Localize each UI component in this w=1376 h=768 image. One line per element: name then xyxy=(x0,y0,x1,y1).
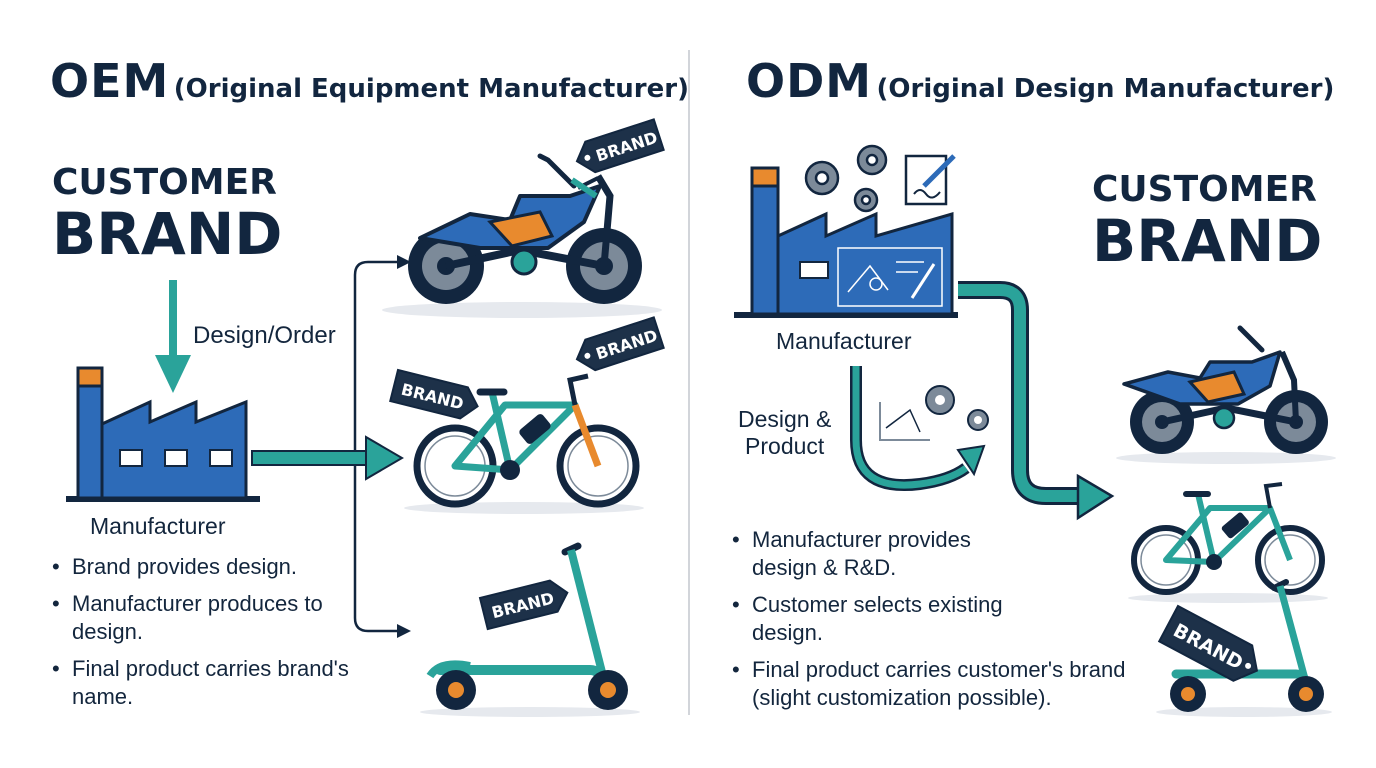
oem-bullet-list: Brand provides design. Manufacturer prod… xyxy=(50,553,350,720)
oem-arrowhead-bottom xyxy=(397,624,411,638)
oem-title-abbr: OEM xyxy=(50,54,170,108)
odm-factory-icon xyxy=(734,166,958,318)
odm-main-arrow xyxy=(958,281,1115,521)
oem-bullet: Final product carries brand's name. xyxy=(50,655,350,711)
odm-factory-label: Manufacturer xyxy=(776,328,912,354)
oem-customer-line2: BRAND xyxy=(52,200,283,268)
oem-customer-brand: CUSTOMER BRAND xyxy=(52,162,283,268)
odm-design-arrow xyxy=(850,366,986,491)
odm-customer-line1: CUSTOMER xyxy=(1092,169,1317,210)
odm-flow-label: Design & Product xyxy=(738,406,831,460)
odm-title-abbr: ODM xyxy=(746,54,873,108)
oem-main-arrow xyxy=(251,435,404,481)
odm-design-doc-icon xyxy=(904,154,956,206)
odm-blueprint-icon xyxy=(879,385,989,441)
oem-arrowhead-top xyxy=(397,255,411,269)
odm-scooter-icon xyxy=(1156,579,1332,717)
odm-title: ODM (Original Design Manufacturer) xyxy=(746,54,1334,108)
odm-motorcycle-icon xyxy=(1116,325,1336,464)
oem-bullet: Manufacturer produces to design. xyxy=(50,590,350,646)
odm-customer-line2: BRAND xyxy=(1092,207,1323,275)
odm-bullet: Final product carries customer's brand (… xyxy=(730,656,1127,712)
oem-bullet: Brand provides design. xyxy=(50,553,350,581)
oem-ebike-icon xyxy=(404,373,644,514)
odm-bullet-list: Manufacturer provides design & R&D. Cust… xyxy=(730,526,1125,721)
oem-ebike-tag-left: BRAND xyxy=(389,368,479,420)
oem-title-full: (Original Equipment Manufacturer) xyxy=(173,74,689,104)
section-divider xyxy=(688,50,690,715)
oem-graphics: BRAND BRAND BRAND BRAND xyxy=(66,118,665,717)
oem-flow-label: Design/Order xyxy=(193,322,336,349)
odm-flow-label-line1: Design & xyxy=(738,406,832,432)
odm-title-full: (Original Design Manufacturer) xyxy=(876,74,1335,104)
odm-bullet: Manufacturer provides design & R&D. xyxy=(730,526,1012,582)
odm-ebike-icon xyxy=(1128,482,1328,603)
oem-scooter-icon xyxy=(420,542,640,717)
odm-graphics: BRAND xyxy=(734,144,1336,717)
oem-down-arrow xyxy=(155,280,191,393)
oem-scooter-tag: BRAND xyxy=(478,579,569,631)
odm-gear-icon xyxy=(804,144,888,213)
oem-motorcycle-icon xyxy=(382,153,662,318)
oem-title: OEM (Original Equipment Manufacturer) xyxy=(50,54,689,108)
oem-factory-icon xyxy=(66,366,260,502)
oem-motorcycle-tag: BRAND xyxy=(575,118,665,174)
oem-distribution-arrows xyxy=(353,260,400,633)
oem-ebike-tag-right: BRAND xyxy=(575,316,665,372)
oem-factory-label: Manufacturer xyxy=(90,513,226,539)
odm-bullet: Customer selects existing design. xyxy=(730,591,1052,647)
oem-customer-line1: CUSTOMER xyxy=(52,162,277,203)
odm-flow-label-line2: Product xyxy=(745,433,825,459)
odm-customer-brand: CUSTOMER BRAND xyxy=(1092,169,1323,275)
